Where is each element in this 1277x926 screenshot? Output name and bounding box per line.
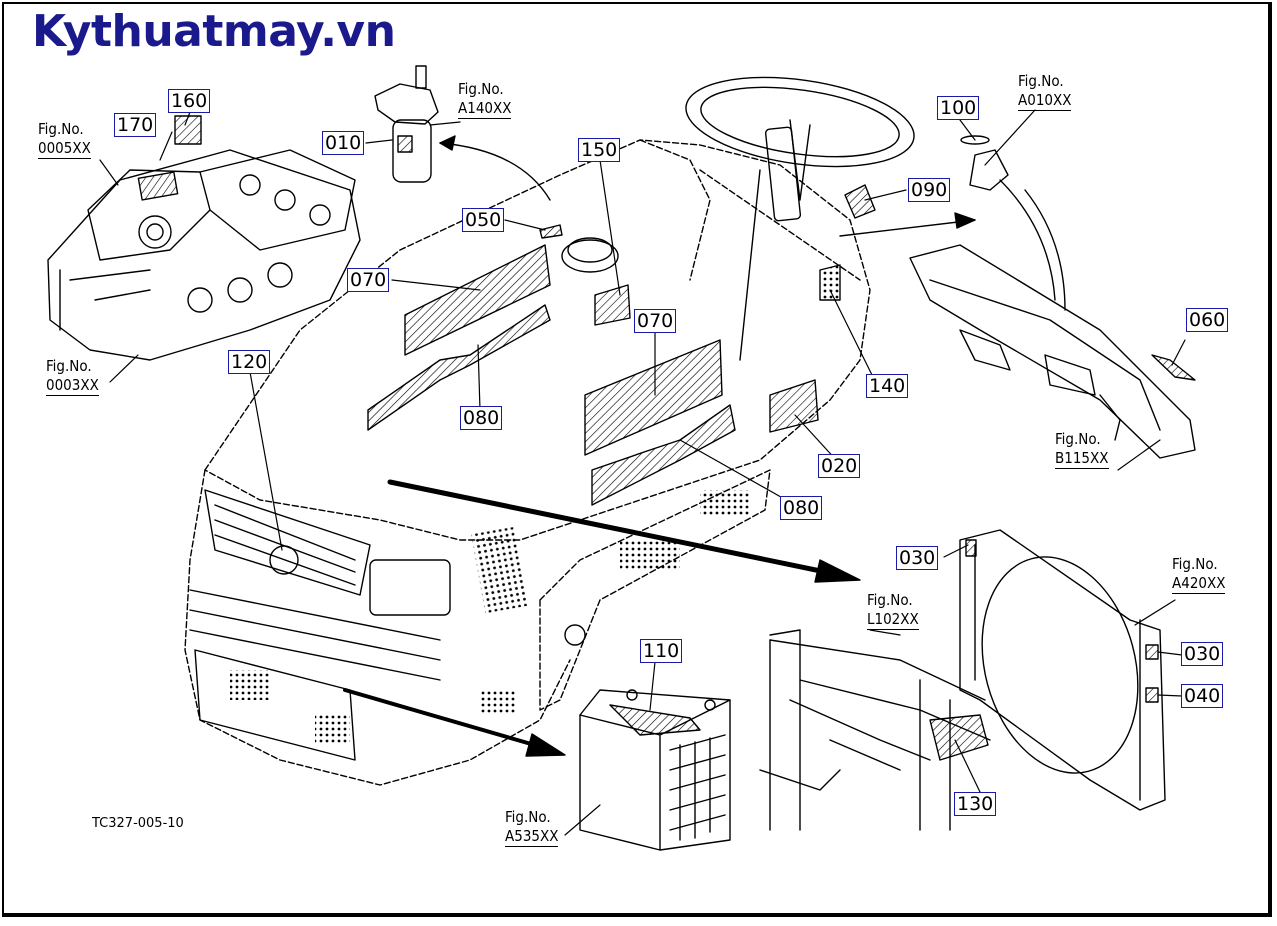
fig-ref-label: Fig.No. — [1055, 430, 1101, 448]
part-label-060[interactable]: 060 — [1186, 308, 1229, 332]
fig-ref-label: Fig.No. — [1018, 72, 1064, 90]
part-label-160[interactable]: 160 — [168, 89, 211, 113]
fig-ref-0003xx[interactable]: Fig.No. 0003XX — [46, 357, 99, 396]
leader-lines — [99, 109, 1186, 836]
part-label-040[interactable]: 040 — [1181, 684, 1224, 708]
part-label-140[interactable]: 140 — [866, 374, 909, 398]
fig-ref-number: 0003XX — [46, 376, 99, 396]
fan-shroud-drawing — [959, 529, 1166, 811]
fig-ref-label: Fig.No. — [1172, 555, 1218, 573]
brand-watermark: Kythuatmay.vn — [32, 6, 396, 57]
decal-150 — [594, 284, 631, 326]
fig-ref-number: A420XX — [1172, 574, 1226, 594]
front-grille-drawing — [189, 489, 451, 761]
part-label-030-right[interactable]: 030 — [1181, 642, 1224, 666]
fig-ref-a535xx[interactable]: Fig.No. A535XX — [505, 808, 559, 847]
dashboard-panel-drawing — [909, 179, 1196, 459]
part-label-050[interactable]: 050 — [462, 208, 505, 232]
part-label-030-top[interactable]: 030 — [896, 546, 939, 570]
part-label-010[interactable]: 010 — [322, 131, 365, 155]
part-label-080-left[interactable]: 080 — [460, 406, 503, 430]
part-label-120[interactable]: 120 — [228, 350, 271, 374]
part-label-170[interactable]: 170 — [114, 113, 157, 137]
part-label-070-left[interactable]: 070 — [347, 268, 390, 292]
fig-ref-0005xx[interactable]: Fig.No. 0005XX — [38, 120, 91, 159]
drawing-code: TC327-005-10 — [92, 816, 184, 831]
fuel-filter-drawing — [374, 65, 439, 183]
decal-080-left — [367, 304, 551, 431]
part-label-130[interactable]: 130 — [954, 792, 997, 816]
fig-ref-label: Fig.No. — [867, 591, 913, 609]
fig-ref-a010xx[interactable]: Fig.No. A010XX — [1018, 72, 1072, 111]
decal-070-right — [584, 339, 723, 456]
cylinder-head-drawing — [47, 115, 361, 361]
fig-ref-number: 0005XX — [38, 139, 91, 159]
fig-ref-l102xx[interactable]: Fig.No. L102XX — [867, 591, 919, 630]
fig-ref-number: B115XX — [1055, 449, 1109, 469]
fig-ref-label: Fig.No. — [46, 357, 92, 375]
fig-ref-number: A535XX — [505, 827, 559, 847]
battery-drawing — [579, 689, 731, 851]
fig-ref-b115xx[interactable]: Fig.No. B115XX — [1055, 430, 1109, 469]
part-label-080-right[interactable]: 080 — [780, 496, 823, 520]
decal-070-left — [404, 244, 551, 356]
part-label-020[interactable]: 020 — [818, 454, 861, 478]
fig-ref-number: L102XX — [867, 610, 919, 630]
hood-drawing — [184, 139, 871, 786]
part-label-150[interactable]: 150 — [578, 138, 621, 162]
decal-080-right — [591, 404, 736, 506]
part-label-070-right[interactable]: 070 — [634, 309, 677, 333]
decal-020 — [769, 379, 819, 433]
fig-ref-label: Fig.No. — [505, 808, 551, 826]
part-label-100[interactable]: 100 — [937, 96, 980, 120]
part-label-090[interactable]: 090 — [908, 178, 951, 202]
steering-wheel-drawing — [685, 76, 915, 361]
fig-ref-a140xx[interactable]: Fig.No. A140XX — [458, 80, 512, 119]
part-label-110[interactable]: 110 — [640, 639, 683, 663]
fig-ref-label: Fig.No. — [458, 80, 504, 98]
fig-ref-number: A140XX — [458, 99, 512, 119]
fig-ref-label: Fig.No. — [38, 120, 84, 138]
fig-ref-a420xx[interactable]: Fig.No. A420XX — [1172, 555, 1226, 594]
front-frame-drawing — [759, 629, 991, 831]
fig-ref-number: A010XX — [1018, 91, 1072, 111]
